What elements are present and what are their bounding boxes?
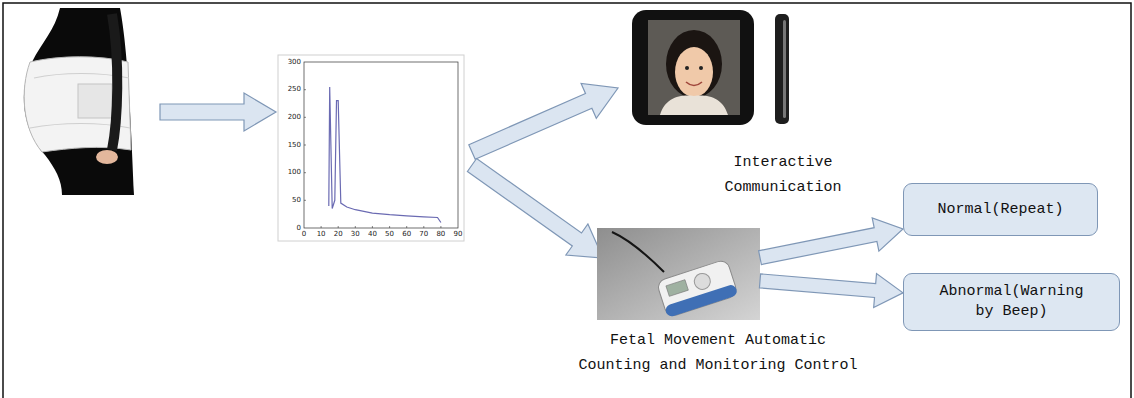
photo-ground: [597, 228, 760, 320]
device-case: [656, 259, 738, 318]
box-label: Abnormal(Warning by Beep): [929, 282, 1094, 322]
device-picture: [597, 228, 760, 320]
signal-curve: [329, 87, 441, 223]
axis-tick-label: 150: [278, 142, 301, 149]
axis-tick-label: 100: [278, 169, 301, 176]
result-box: Normal(Repeat): [903, 183, 1098, 236]
smile: [686, 82, 702, 86]
axis-tick-label: 200: [278, 114, 301, 121]
woman-figure: [24, 8, 134, 195]
phone-side: [775, 14, 789, 124]
phone-picture: [632, 10, 789, 125]
plot-frame: [278, 55, 464, 241]
phone-node: Interactive Communication: [630, 8, 795, 128]
axis-tick-label: 10: [311, 231, 331, 238]
axis-tick-label: 20: [328, 231, 348, 238]
axis-ticks: [304, 90, 441, 228]
flow-arrow: [467, 159, 603, 259]
axis-tick-label: 40: [362, 231, 382, 238]
device-node: Fetal Movement Automatic Counting and Mo…: [597, 228, 760, 320]
shoulders: [660, 96, 728, 115]
image-caption: Fetal Movement Automatic Counting and Mo…: [573, 328, 863, 378]
axis-tick-label: 60: [397, 231, 417, 238]
face: [675, 47, 713, 97]
phone-screen: [648, 20, 740, 115]
flow-arrow: [759, 218, 903, 265]
hand: [96, 150, 118, 164]
axis-tick-label: 0: [294, 231, 314, 238]
counter-device: [656, 259, 738, 318]
axis-tick-label: 300: [278, 59, 301, 66]
result-box: Abnormal(Warning by Beep): [903, 273, 1120, 331]
plot-axes: [304, 62, 458, 228]
flow-arrow: [160, 93, 276, 131]
box-label: Normal(Repeat): [937, 200, 1063, 220]
flow-arrow: [759, 274, 903, 308]
lanyard: [612, 232, 664, 272]
figure-frame: [3, 3, 1131, 398]
axis-tick-label: 80: [431, 231, 451, 238]
axis-tick-label: 0: [278, 225, 301, 232]
phone-body: [632, 10, 754, 125]
arm: [112, 14, 117, 150]
phone-side-edge: [783, 20, 786, 118]
flow-arrow: [469, 83, 618, 159]
belt-patch: [78, 84, 112, 118]
eye: [685, 66, 689, 70]
signal-plot: [278, 55, 464, 241]
axis-tick-label: 50: [278, 197, 301, 204]
eye: [699, 66, 703, 70]
device-display: [666, 280, 688, 297]
axis-tick-label: 50: [380, 231, 400, 238]
axis-tick-label: 70: [414, 231, 434, 238]
dress: [24, 8, 134, 195]
hair: [666, 30, 722, 98]
axis-tick-label: 250: [278, 86, 301, 93]
image-caption: Interactive Communication: [683, 150, 883, 200]
axis-tick-label: 30: [345, 231, 365, 238]
axis-tick-label: 90: [448, 231, 468, 238]
device-button: [692, 271, 712, 291]
